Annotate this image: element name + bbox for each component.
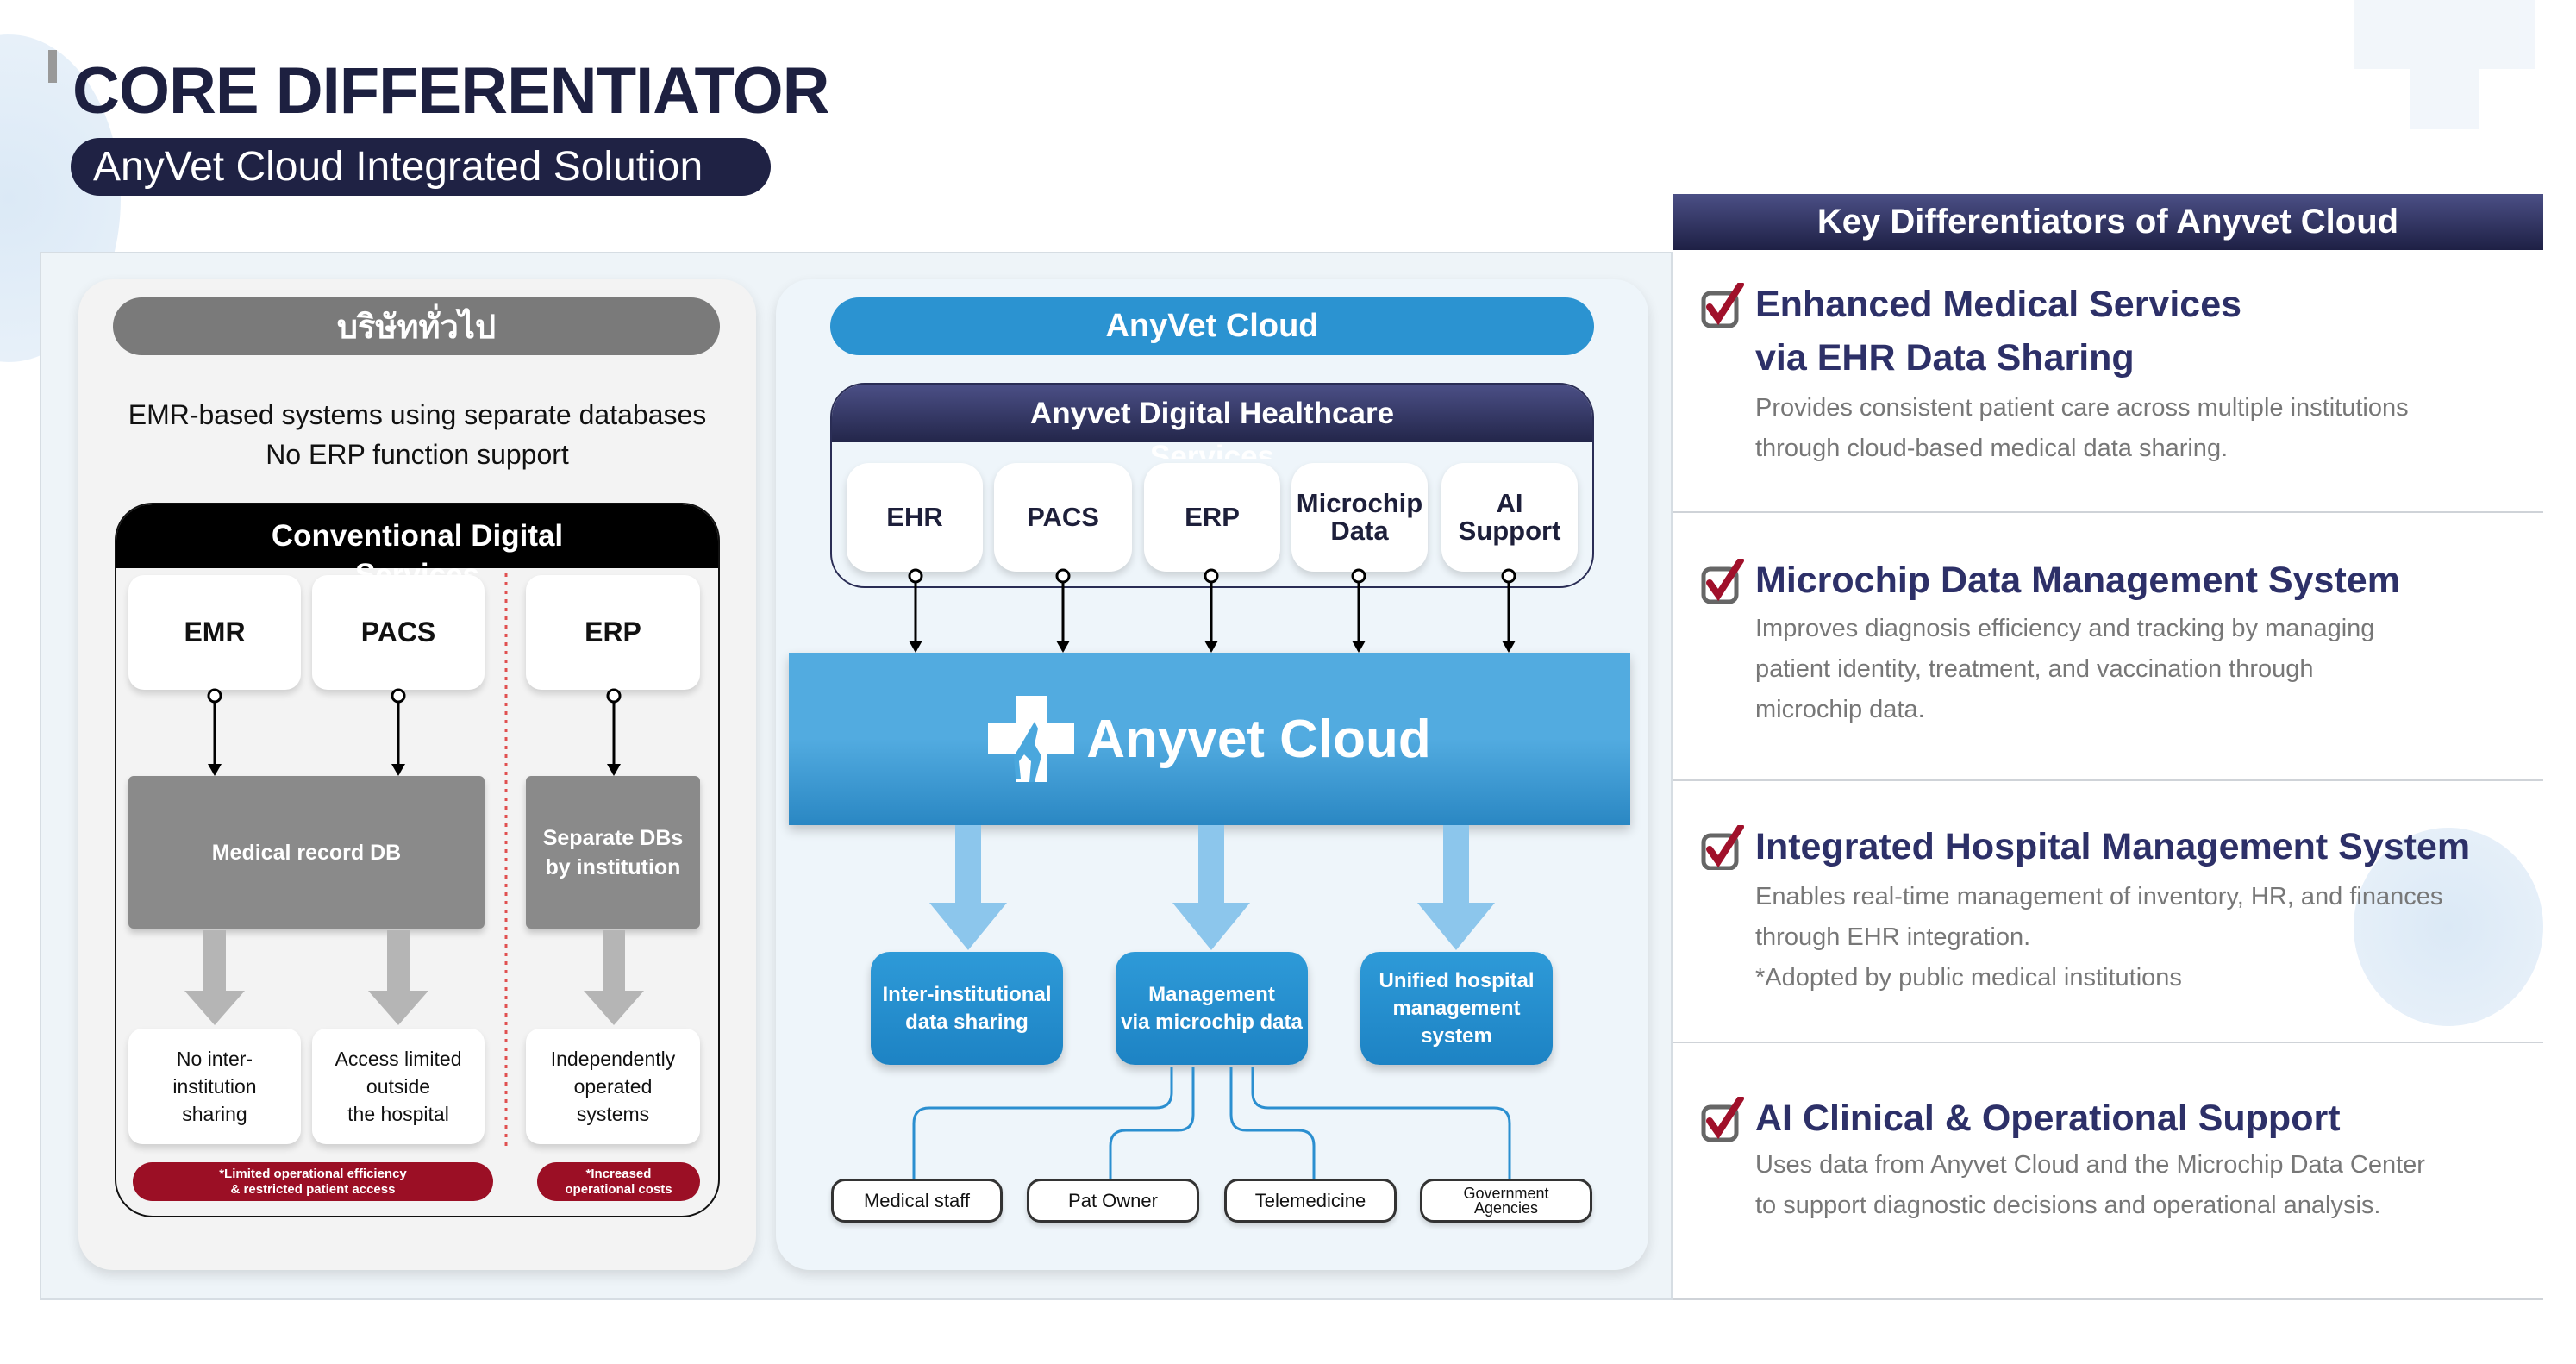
differentiator-item: AI Clinical & Operational Support Uses d… [1701, 1092, 2529, 1226]
item-description: Provides consistent patient care across … [1755, 394, 2409, 462]
blue-arrow [1172, 825, 1250, 950]
checkbox-checked-icon [1701, 559, 1744, 604]
gray-arrow [184, 930, 245, 1025]
differentiator-item: Enhanced Medical Services via EHR Data S… [1701, 278, 2529, 469]
differentiator-item: Microchip Data Management System Improve… [1701, 554, 2529, 730]
decorative-cross-icon [2354, 0, 2535, 129]
divider [1673, 511, 2543, 513]
medical-record-db: Medical record DB [128, 776, 485, 929]
title-accent [48, 50, 57, 83]
arrowhead [208, 764, 222, 776]
differentiator-item: Integrated Hospital Management System En… [1701, 820, 2529, 998]
stakeholder-telemedicine: Telemedicine [1224, 1179, 1397, 1223]
arrowhead [1204, 641, 1218, 653]
module-ai-support: AI Support [1441, 463, 1578, 572]
cloud-label: Anyvet Cloud [1086, 709, 1431, 769]
connector-node [207, 688, 222, 704]
blue-arrow [1417, 825, 1495, 950]
item-title: Microchip Data Management System [1755, 560, 2400, 601]
item-description: Improves diagnosis efficiency and tracki… [1755, 615, 2375, 723]
stakeholder-connector [1251, 1067, 1511, 1179]
item-description: Uses data from Anyvet Cloud and the Micr… [1755, 1151, 2425, 1219]
item-title: Integrated Hospital Management System [1755, 826, 2471, 867]
module-emr: EMR [128, 575, 301, 690]
arrowhead [909, 641, 922, 653]
conventional-box-title: Conventional Digital [271, 519, 564, 553]
stakeholder-pet-owner: Pat Owner [1027, 1179, 1199, 1223]
description-line: EMR-based systems using separate databas… [128, 399, 707, 430]
connector-node [908, 568, 923, 584]
stakeholder-government: Government Agencies [1420, 1179, 1592, 1223]
limitation-note: *Increased operational costs [537, 1162, 700, 1201]
stakeholder-connector [1229, 1067, 1316, 1179]
divider [1673, 1042, 2543, 1043]
checkbox-checked-icon [1701, 283, 1744, 328]
connector-node [1055, 568, 1071, 584]
divider [1673, 779, 2543, 781]
connector-node [1351, 568, 1366, 584]
module-erp: ERP [526, 575, 700, 690]
gray-arrow [584, 930, 644, 1025]
module-ehr: EHR [847, 463, 983, 572]
separate-dbs: Separate DBs by institution [526, 776, 700, 929]
divider [1673, 1298, 2543, 1300]
item-title: AI Clinical & Operational Support [1755, 1098, 2341, 1139]
page-subtitle: AnyVet Cloud Integrated Solution [71, 138, 771, 196]
module-pacs: PACS [312, 575, 485, 690]
outcome-box: Independently operated systems [526, 1029, 700, 1144]
item-description: Enables real-time management of inventor… [1755, 883, 2443, 992]
module-microchip-data: Microchip Data [1291, 463, 1428, 572]
service-box: Unified hospital management system [1360, 952, 1553, 1065]
module-pacs: PACS [994, 463, 1132, 572]
limitation-note: *Limited operational efficiency & restri… [133, 1162, 493, 1201]
vet-cross-logo-icon [988, 696, 1075, 782]
stakeholder-connector [912, 1067, 1173, 1179]
service-box: Inter-institutional data sharing [871, 952, 1063, 1065]
item-title: Enhanced Medical Services via EHR Data S… [1755, 284, 2242, 379]
conventional-label: บริษัททั่วไป [113, 297, 720, 355]
stakeholder-connector [1109, 1067, 1195, 1179]
stakeholder-medical-staff: Medical staff [831, 1179, 1003, 1223]
arrowhead [391, 764, 405, 776]
conventional-description: EMR-based systems using separate databas… [78, 395, 756, 474]
arrowhead [1352, 641, 1366, 653]
outcome-box: No inter- institution sharing [128, 1029, 301, 1144]
arrowhead [607, 764, 621, 776]
connector-node [606, 688, 622, 704]
arrowhead [1502, 641, 1516, 653]
connector-node [1501, 568, 1516, 584]
differentiators-heading: Key Differentiators of Anyvet Cloud [1673, 194, 2543, 250]
title-overflow: Services [354, 558, 480, 575]
anyvet-cloud-banner: Anyvet Cloud [789, 653, 1630, 825]
service-box: Management via microchip data [1116, 952, 1308, 1065]
connector-node [1204, 568, 1219, 584]
checkbox-checked-icon [1701, 825, 1744, 870]
page-title: CORE DIFFERENTIATOR [72, 54, 830, 128]
module-erp: ERP [1144, 463, 1280, 572]
checkbox-checked-icon [1701, 1097, 1744, 1142]
decorative-circle [2354, 828, 2543, 1026]
blue-arrow [929, 825, 1007, 950]
arrowhead [1056, 641, 1070, 653]
description-line: No ERP function support [266, 439, 569, 470]
anyvet-label: AnyVet Cloud [830, 297, 1594, 355]
title-overflow: Services [1149, 440, 1275, 459]
digital-healthcare-title: Anyvet Digital Healthcare [1029, 396, 1395, 430]
outcome-box: Access limited outside the hospital [312, 1029, 485, 1144]
connector-node [391, 688, 406, 704]
gray-arrow [368, 930, 428, 1025]
